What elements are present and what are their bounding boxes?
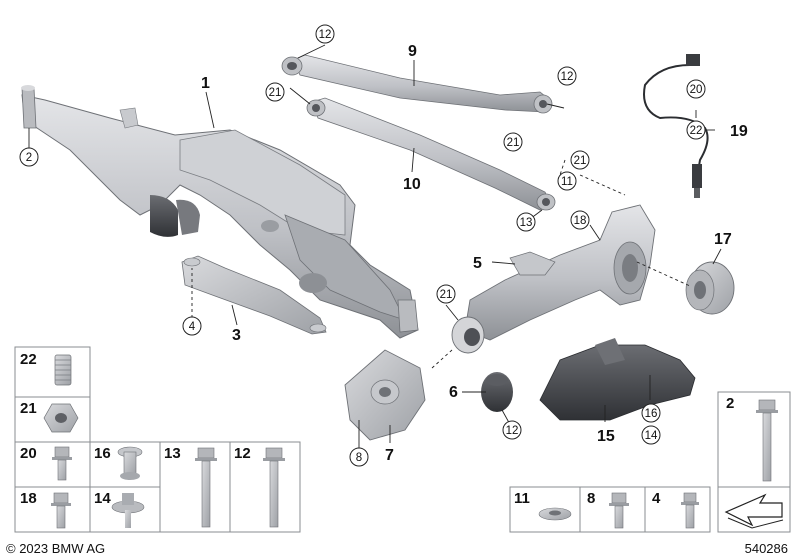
label-6: 6 [449,384,458,401]
copyright-text: © 2023 BMW AG [6,541,106,556]
grid-label-22: 22 [20,351,37,368]
label-9: 9 [408,43,417,60]
label-7: 7 [385,447,394,464]
rear-subframe-illustration [21,85,419,339]
svg-text:12: 12 [561,71,574,83]
callout-2: 2 [19,147,39,167]
grid-label-18: 18 [20,490,37,507]
callout-21-b: 21 [503,132,523,152]
svg-text:12: 12 [506,425,519,437]
label-19: 19 [730,123,748,140]
callout-16: 16 [641,403,661,423]
trailing-link-illustration [306,97,556,211]
callout-22: 22 [686,120,706,140]
callout-4: 4 [182,316,202,336]
label-1: 1 [201,75,210,92]
grid-label-11: 11 [514,490,530,507]
callout-20: 20 [686,79,706,99]
callout-14: 14 [641,425,661,445]
svg-text:21: 21 [269,87,282,99]
wheel-hub-illustration [685,261,735,315]
svg-text:16: 16 [645,408,658,420]
washer-bolt-icon-14 [111,493,145,528]
grid-label-8: 8 [587,490,595,507]
underbody-shield-illustration [539,338,696,421]
fastener-icons-right [538,399,784,529]
callout-21-a: 21 [265,82,285,102]
direction-arrow-icon [724,493,784,529]
fastener-parts-grid [14,346,301,533]
svg-text:21: 21 [440,289,453,301]
bolt-icon-4 [681,492,699,529]
callout-12-b: 12 [557,66,577,86]
label-5: 5 [473,255,482,272]
callout-12-a: 12 [315,24,335,44]
svg-text:8: 8 [356,452,362,464]
upper-control-arm-illustration [281,54,553,114]
svg-text:13: 13 [520,217,533,229]
grid-label-20: 20 [20,445,37,462]
grid-label-14: 14 [94,490,111,507]
callout-21-c: 21 [570,150,590,170]
svg-text:11: 11 [561,176,573,188]
fastener-parts-grid-right [509,391,791,533]
svg-text:20: 20 [690,84,703,96]
svg-text:22: 22 [690,125,703,137]
long-bolt-icon-13 [195,447,217,528]
grid-label-12: 12 [234,445,251,462]
callout-11: 11 [557,171,577,191]
grid-label-2: 2 [726,395,734,412]
grid-label-13: 13 [164,445,181,462]
svg-text:12: 12 [319,29,332,41]
label-17: 17 [714,231,732,248]
long-bolt-icon-2 [756,399,778,482]
bolt-icon-8 [609,492,629,529]
callout-18: 18 [570,210,590,230]
svg-text:14: 14 [645,430,658,442]
threaded-insert-icon [54,354,72,386]
svg-text:2: 2 [26,152,32,164]
hex-nut-icon [43,403,79,433]
callout-21-d: 21 [436,284,456,304]
cross-brace-illustration [181,255,327,335]
diagram-id: 540286 [744,541,788,556]
label-10: 10 [403,176,421,193]
label-3: 3 [232,327,241,344]
abs-sensor-cable-illustration [643,54,709,198]
grid-label-4: 4 [652,490,661,507]
bold-part-numbers: 1 3 5 6 7 9 10 15 17 19 [201,43,748,464]
grid-label-16: 16 [94,445,111,462]
svg-text:4: 4 [189,321,196,333]
callout-8: 8 [349,447,369,467]
short-bolt-icon-18 [51,492,71,529]
leader-lines [28,44,722,448]
mounting-bracket-illustration [344,349,426,441]
callout-13: 13 [516,212,536,232]
svg-text:21: 21 [507,137,520,149]
fastener-grid-right-numbers: 11 8 4 2 [514,395,734,507]
callout-12-c: 12 [502,420,522,440]
wheel-carrier-illustration [451,204,656,354]
fastener-grid-numbers: 22 21 20 16 13 12 18 14 [20,351,251,507]
label-15: 15 [597,428,615,445]
rubber-mount-illustration [481,372,513,412]
svg-text:21: 21 [574,155,587,167]
long-bolt-icon-12 [263,447,285,528]
circled-callouts: 2 4 12 21 12 21 21 11 13 18 20 22 21 8 1… [19,24,706,467]
svg-text:18: 18 [574,215,587,227]
washer-icon-11 [538,507,572,521]
clip-nut-icon-16 [117,446,143,480]
fastener-icons [43,354,285,529]
grid-label-21: 21 [20,400,37,417]
flange-bolt-icon-20 [52,446,72,481]
